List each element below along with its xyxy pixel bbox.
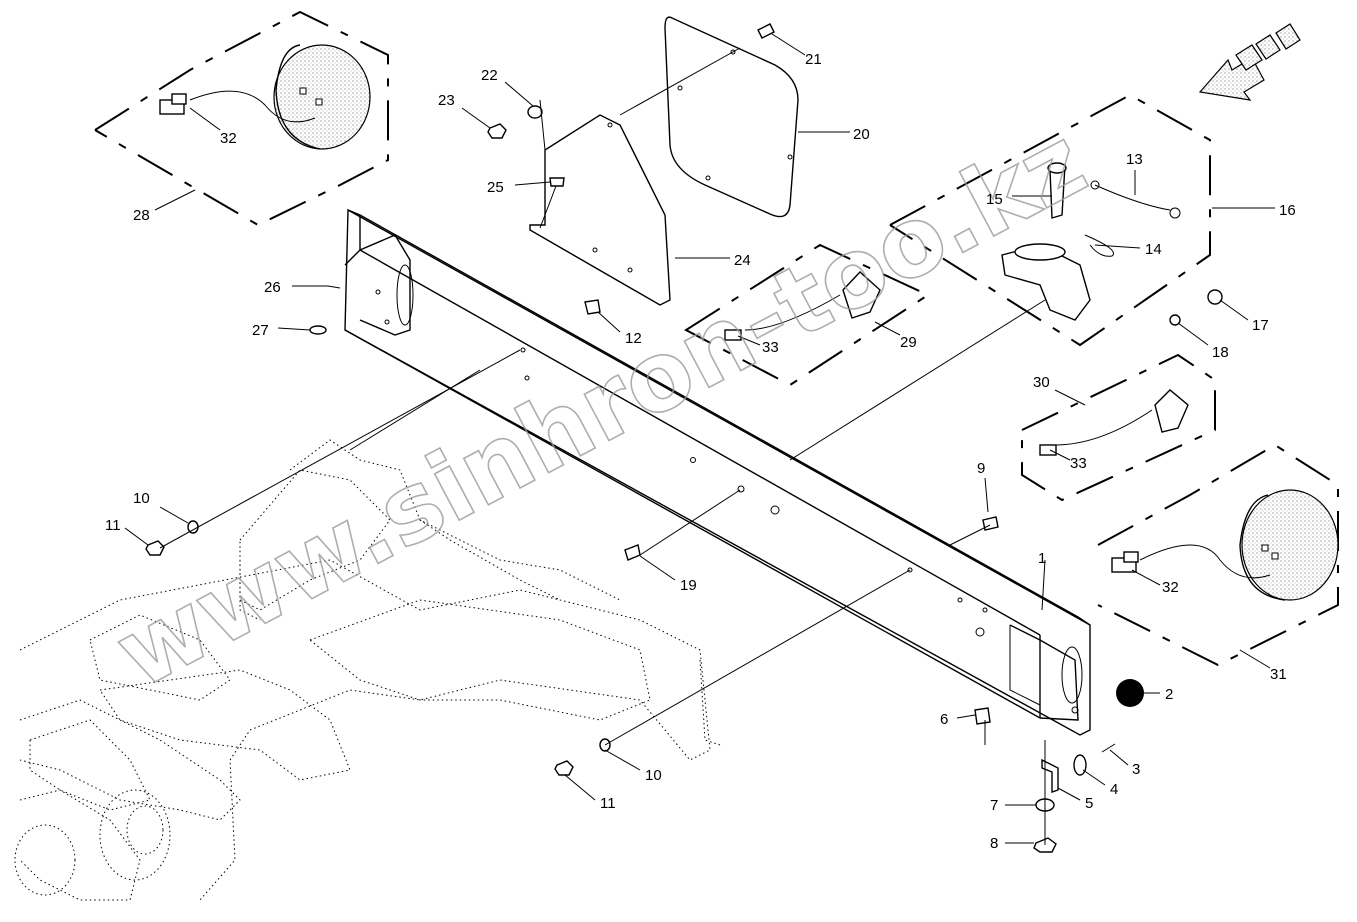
light-assembly-group-31 [1097, 443, 1339, 667]
part-labels: 1 2 3 4 5 6 7 8 9 10 10 11 11 12 13 14 1… [105, 51, 1296, 852]
part-label-6: 6 [940, 711, 948, 728]
part-label-4: 4 [1110, 781, 1118, 798]
light-assembly-group-30 [1021, 353, 1216, 502]
part-label-26: 26 [264, 279, 281, 296]
part-label-21: 21 [805, 51, 822, 68]
part-label-19: 19 [680, 577, 697, 594]
part-label-10b: 10 [645, 767, 662, 784]
cover-plate [664, 16, 799, 218]
part-label-25: 25 [487, 179, 504, 196]
part-label-2: 2 [1165, 686, 1173, 703]
part-label-8: 8 [990, 835, 998, 852]
part-label-30: 30 [1033, 374, 1050, 391]
forward-direction-arrow-icon [1198, 23, 1301, 101]
part-label-14: 14 [1145, 241, 1162, 258]
part-label-13: 13 [1126, 151, 1143, 168]
part-label-16: 16 [1279, 202, 1296, 219]
hardware-parts [145, 23, 1144, 853]
part-label-24: 24 [734, 252, 751, 269]
light-assembly-group-28 [94, 10, 389, 227]
part-label-27: 27 [252, 322, 269, 339]
part-label-28: 28 [133, 207, 150, 224]
part-label-20: 20 [853, 126, 870, 143]
watermark-text: www.sinhron-too.kz [98, 105, 1103, 710]
part-label-29: 29 [900, 334, 917, 351]
part-label-11a: 11 [105, 517, 121, 534]
projection-lines [159, 47, 1046, 746]
part-label-32b: 32 [1162, 579, 1179, 596]
part-label-3: 3 [1132, 761, 1140, 778]
mounting-plate [529, 114, 671, 306]
chassis-frame-background [14, 439, 721, 901]
part-label-12: 12 [625, 330, 642, 347]
hitch-assembly-group [889, 93, 1223, 347]
part-label-10a: 10 [133, 490, 150, 507]
part-label-32a: 32 [220, 130, 237, 147]
light-assembly-group-29 [684, 243, 931, 387]
part-label-11b: 11 [600, 795, 616, 812]
part-label-7: 7 [990, 797, 998, 814]
part-label-5: 5 [1085, 795, 1093, 812]
part-label-33b: 33 [1070, 455, 1087, 472]
part-label-33a: 33 [762, 339, 779, 356]
part-label-15: 15 [986, 191, 1003, 208]
part-label-1: 1 [1038, 550, 1046, 567]
part-label-22: 22 [481, 67, 498, 84]
part-label-31: 31 [1270, 666, 1287, 683]
part-label-17: 17 [1252, 317, 1269, 334]
part-label-18: 18 [1212, 344, 1229, 361]
part-label-9: 9 [977, 460, 985, 477]
main-beam [344, 208, 1091, 736]
part-label-23: 23 [438, 92, 455, 109]
leader-lines [124, 33, 1275, 844]
